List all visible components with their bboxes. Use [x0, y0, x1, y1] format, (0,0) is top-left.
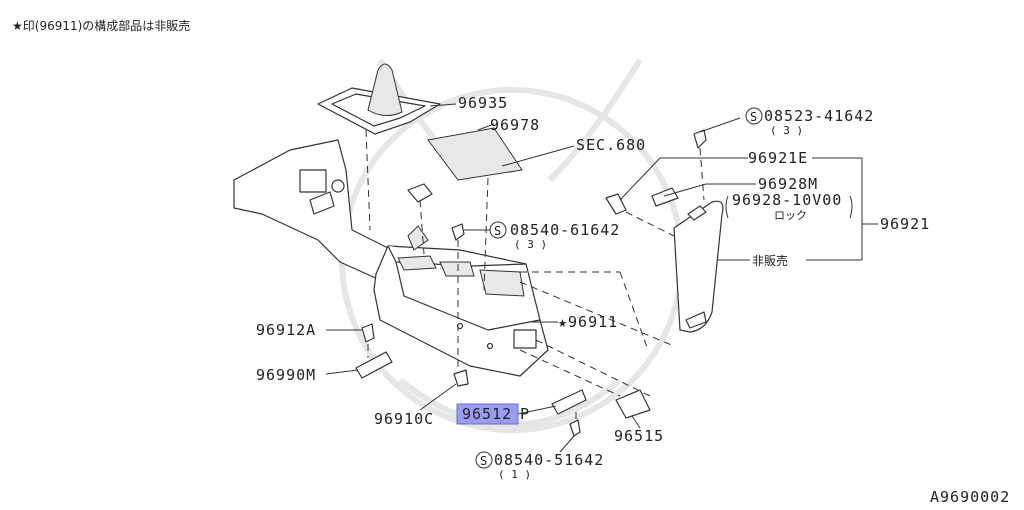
label-96935: 96935 [458, 94, 508, 112]
label-08540-61642: 08540-61642 [510, 221, 620, 239]
label-96911: ★96911 [558, 313, 618, 331]
label-96928M: 96928M [758, 175, 818, 193]
label-96512-suffix: P [520, 405, 530, 423]
label-96921E: 96921E [748, 149, 808, 167]
svg-text:S: S [750, 110, 757, 124]
shift-boot-part [317, 63, 441, 135]
trim-panel-part [427, 127, 523, 181]
circled-s-icon: S [475, 451, 493, 469]
label-08523-qty: ( 3 ) [770, 124, 803, 137]
label-08540-61642-qty: ( 3 ) [514, 238, 547, 251]
label-96978: 96978 [490, 116, 540, 134]
label-96990M: 96990M [256, 366, 316, 384]
label-not-for-sale: 非販売 [752, 253, 788, 268]
highlight-box [456, 403, 519, 425]
label-lock: ロック [774, 209, 807, 222]
svg-text:S: S [494, 224, 501, 238]
knob-cap-part [407, 183, 433, 203]
bracket-left [725, 195, 729, 219]
label-96912A: 96912A [256, 321, 316, 339]
label-96512: 96512 [462, 405, 512, 423]
dashed-guides [365, 129, 705, 420]
armrest-lid-part [673, 200, 724, 333]
label-08540-51642: 08540-51642 [494, 451, 604, 469]
leader-lines [325, 103, 878, 453]
label-96928-10V00: 96928-10V00 [732, 191, 842, 209]
label-96515: 96515 [614, 427, 664, 445]
header-note: ★印(96911)の構成部品は非販売 [12, 18, 190, 33]
diagram-id: A9690002 [930, 488, 1010, 506]
label-sec680: SEC.680 [576, 136, 646, 154]
circled-s-icon: S [489, 221, 507, 239]
label-08523-41642: 08523-41642 [764, 107, 874, 125]
hardware-parts [355, 129, 707, 437]
circled-s-icon: S [745, 107, 763, 125]
main-console-body-part [373, 225, 549, 377]
label-96910C: 96910C [374, 410, 434, 428]
label-08540-51642-qty: ( 1 ) [498, 468, 531, 481]
label-96921: 96921 [880, 215, 930, 233]
svg-text:S: S [480, 454, 487, 468]
bracket-right [849, 195, 853, 219]
